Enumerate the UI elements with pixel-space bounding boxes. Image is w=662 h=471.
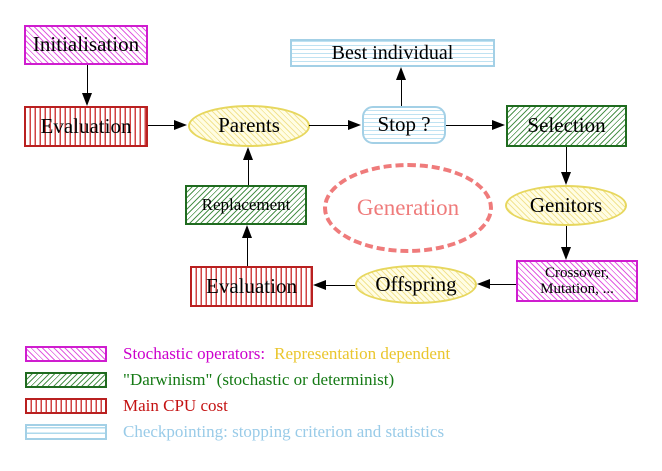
node-replacement: Replacement [185,185,307,225]
node-offspring: Offspring [355,265,477,304]
generation-loop-ellipse: Generation [323,163,493,253]
node-replacement-label: Replacement [201,194,291,214]
node-crossover-line2: Mutation, ... [540,281,614,297]
node-crossover-line1: Crossover, [545,264,609,281]
legend-swatch-cyan-stripes [25,424,107,440]
generation-label: Generation [356,195,460,220]
node-evaluation-top: Evaluation [24,106,148,147]
node-parents-label: Parents [218,113,280,138]
node-parents: Parents [188,105,310,147]
node-stop: Stop ? [362,106,446,144]
legend-swatch-red-stripes [25,398,107,414]
node-evaluation-top-label: Evaluation [40,113,132,138]
legend-label-stochastic: Stochastic operators: [123,344,266,363]
legend-label-checkpointing: Checkpointing: stopping criterion and st… [123,422,445,441]
node-stop-label: Stop ? [377,112,431,137]
node-genitors: Genitors [505,185,627,226]
legend-label-cpu-cost: Main CPU cost [123,396,228,415]
node-selection: Selection [506,105,627,147]
node-initialisation-label: Initialisation [32,32,140,57]
legend-label-representation: Representation dependent [274,344,451,363]
node-genitors-label: Genitors [529,192,603,217]
legend-row-stochastic: Stochastic operators: Representation dep… [25,344,451,363]
node-initialisation: Initialisation [24,25,148,65]
node-evaluation-bottom: Evaluation [190,266,313,307]
node-selection-label: Selection [527,113,606,138]
legend-swatch-magenta-hatch [25,346,107,362]
node-crossover-mutation: Crossover, Mutation, ... [516,260,638,302]
legend-swatch-green-hatch [25,372,107,388]
node-evaluation-bottom-label: Evaluation [206,273,297,298]
legend-row-checkpointing: Checkpointing: stopping criterion and st… [25,422,445,441]
node-best-individual: Best individual [290,39,495,67]
legend-label-darwinism: "Darwinism" (stochastic or determinist) [123,370,395,389]
node-offspring-label: Offspring [375,271,457,296]
node-best-individual-label: Best individual [331,42,454,64]
legend-row-darwinism: "Darwinism" (stochastic or determinist) [25,370,395,389]
legend-row-cpu-cost: Main CPU cost [25,396,228,415]
